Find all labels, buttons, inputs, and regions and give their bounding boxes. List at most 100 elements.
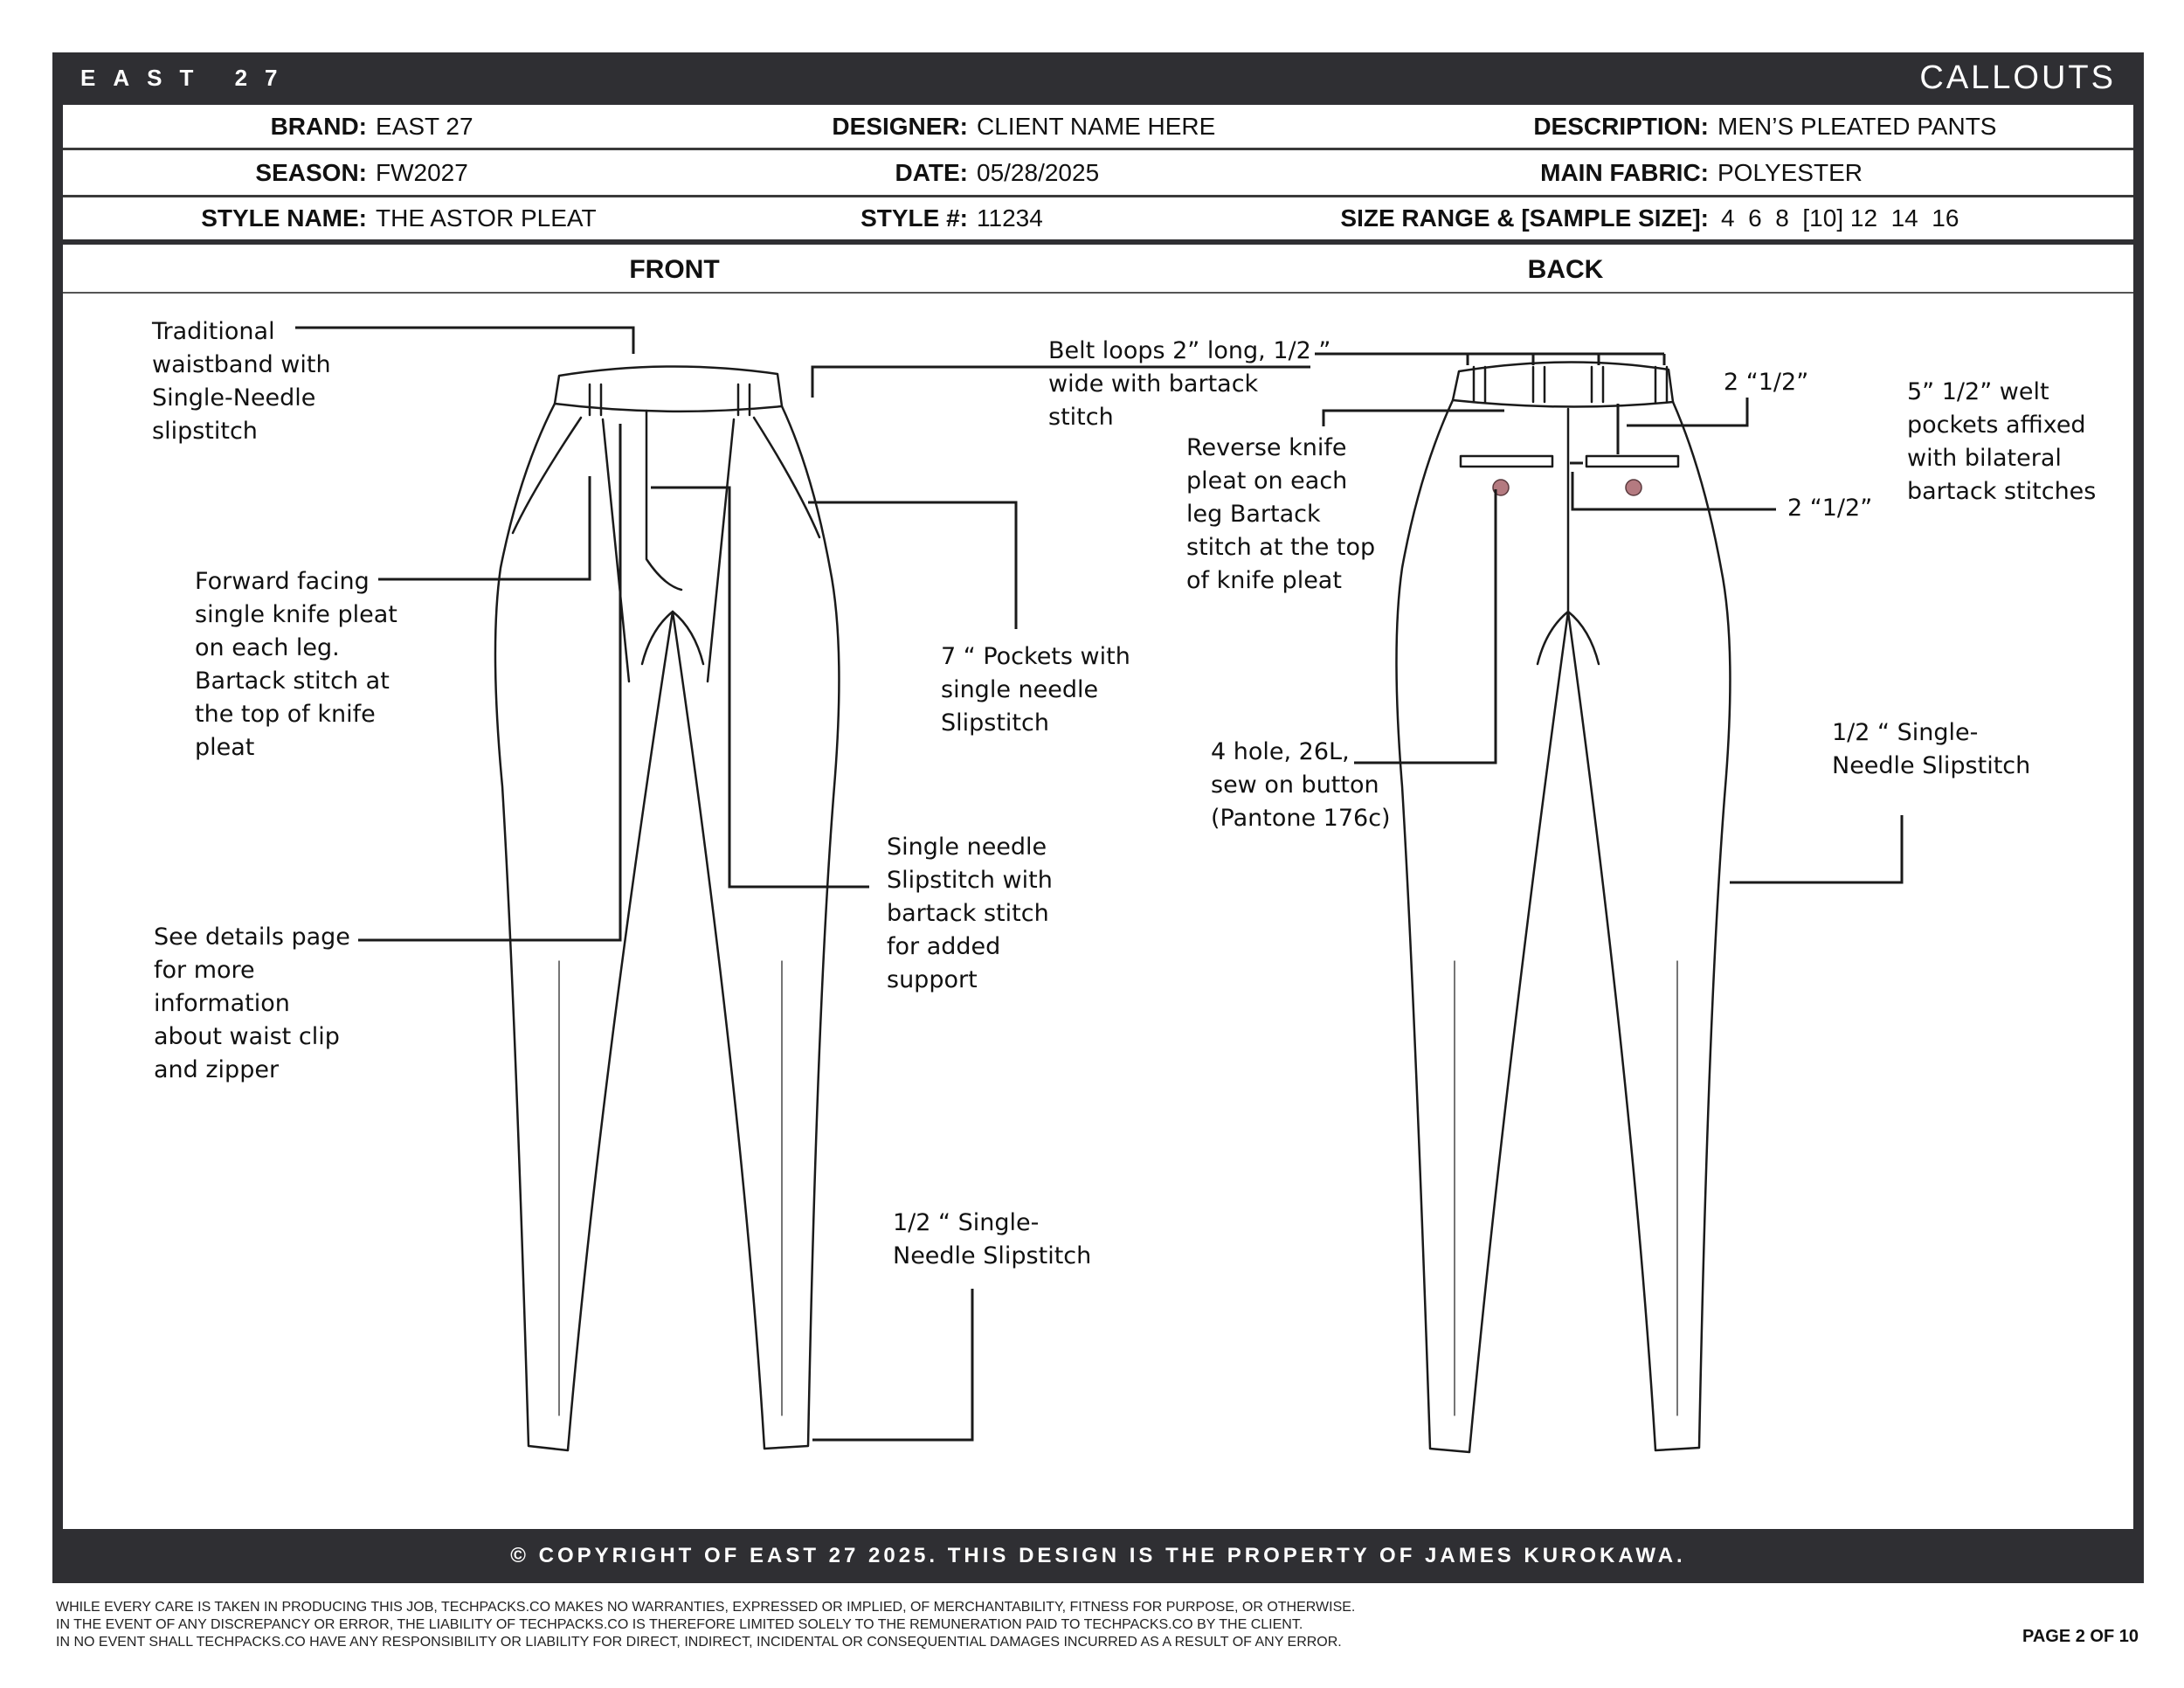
- leader-button: [1354, 489, 1497, 764]
- brand-label: BRAND:: [270, 112, 367, 140]
- callout-line: pockets affixed: [1907, 412, 2086, 439]
- top-bar: EAST 27 CALLOUTS: [52, 52, 2144, 105]
- callout-line: support: [887, 966, 978, 993]
- callout-pockets: 7 “ Pockets with single needle Slipstitc…: [941, 640, 1130, 740]
- content-panel: BRAND: EAST 27 DESIGNER: CLIENT NAME HER…: [63, 105, 2133, 1529]
- callout-dimension-side: 2 “1/2”: [1787, 492, 1872, 525]
- callout-line: and zipper: [154, 1056, 280, 1083]
- callout-back-hem: 1/2 “ Single- Needle Slipstitch: [1832, 716, 2030, 783]
- season-value: FW2027: [376, 158, 468, 186]
- leader-details: [358, 424, 622, 942]
- designer-value: CLIENT NAME HERE: [977, 112, 1216, 140]
- callout-line: 7 “ Pockets with: [941, 643, 1130, 670]
- brand-mark: EAST 27: [80, 65, 295, 91]
- front-pocket-left: [511, 416, 583, 535]
- back-belt-loop-right: [1590, 365, 1605, 404]
- style-name-label: STYLE NAME:: [201, 204, 367, 232]
- season-label: SEASON:: [255, 158, 367, 186]
- style-number-label: STYLE #:: [860, 204, 968, 232]
- callout-line: 1/2 “ Single-: [1832, 719, 1979, 746]
- callout-line: waistband with: [152, 351, 331, 378]
- callout-line: information: [154, 990, 290, 1017]
- leader-dim-side: [1571, 472, 1776, 511]
- callout-line: about waist clip: [154, 1023, 340, 1050]
- leader-front-hem: [812, 1289, 974, 1442]
- back-welt-pocket-right: [1585, 454, 1680, 468]
- callout-line: single needle: [941, 676, 1099, 703]
- leader-knife-pleat: [378, 476, 591, 581]
- back-belt-loop-center: [1531, 365, 1546, 404]
- callout-line: 2 “1/2”: [1724, 369, 1809, 396]
- brand-value: EAST 27: [376, 112, 473, 140]
- callout-line: bartack stitches: [1907, 478, 2097, 505]
- info-row-3: STYLE NAME: THE ASTOR PLEAT STYLE #: 112…: [63, 197, 2133, 245]
- callout-line: Slipstitch with: [887, 867, 1053, 894]
- back-pants-flat: [1395, 361, 1731, 1454]
- callout-waistband: Traditional waistband with Single-Needle…: [152, 315, 331, 448]
- callout-line: leg Bartack: [1186, 501, 1321, 528]
- callout-line: Bartack stitch at: [195, 668, 390, 695]
- leader-waistband: [295, 326, 635, 354]
- front-fly: [645, 409, 683, 591]
- section-title: CALLOUTS: [1919, 59, 2116, 96]
- callout-line: stitch: [1048, 404, 1114, 431]
- callout-button: 4 hole, 26L, sew on button (Pantone 176c…: [1211, 736, 1391, 835]
- style-number-value: 11234: [977, 204, 1043, 232]
- page-number: PAGE 2 OF 10: [2022, 1627, 2139, 1646]
- front-view-title: FRONT: [629, 255, 720, 284]
- front-crotch-right: [671, 610, 705, 666]
- description-label: DESCRIPTION:: [1533, 112, 1709, 140]
- back-belt-loop-left: [1472, 365, 1487, 404]
- callout-dimension-top: 2 “1/2”: [1724, 366, 1808, 399]
- disclaimer-line: IN NO EVENT SHALL TECHPACKS.CO HAVE ANY …: [56, 1635, 1342, 1650]
- back-crotch-left: [1536, 610, 1570, 666]
- callout-line: wide with bartack: [1048, 370, 1259, 398]
- callout-line: stitch at the top: [1186, 534, 1376, 561]
- date-label: DATE:: [895, 158, 968, 186]
- document-frame: EAST 27 CALLOUTS BRAND: EAST 27 DESIGNER…: [52, 52, 2144, 1583]
- back-view-title: BACK: [1527, 255, 1604, 284]
- leader-belt-loops: [811, 365, 1310, 398]
- disclaimer-line: WHILE EVERY CARE IS TAKEN IN PRODUCING T…: [56, 1600, 1356, 1615]
- leader-reverse-pleat: [1322, 409, 1504, 426]
- front-pocket-right: [752, 416, 821, 539]
- copyright-bar: © COPYRIGHT OF EAST 27 2025. THIS DESIGN…: [510, 1544, 1686, 1567]
- callout-knife-pleat: Forward facing single knife pleat on eac…: [195, 565, 397, 764]
- callout-line: for more: [154, 957, 255, 984]
- callout-line: 2 “1/2”: [1787, 495, 1873, 522]
- callout-line: Belt loops 2” long, 1/2 ”: [1048, 337, 1331, 364]
- size-range-label: SIZE RANGE & [SAMPLE SIZE]:: [1340, 204, 1709, 232]
- front-pants-flat: [494, 365, 840, 1452]
- callout-front-hem: 1/2 “ Single- Needle Slipstitch: [893, 1207, 1091, 1273]
- leader-pockets: [808, 501, 1018, 629]
- callout-line: pleat on each: [1186, 467, 1348, 495]
- callout-line: Needle Slipstitch: [893, 1242, 1092, 1269]
- callout-line: 4 hole, 26L,: [1211, 738, 1350, 765]
- callout-line: Forward facing: [195, 568, 370, 595]
- leader-back-belt-loops: [1315, 352, 1666, 365]
- callout-line: single knife pleat: [195, 601, 397, 628]
- description-value: MEN’S PLEATED PANTS: [1717, 112, 1997, 140]
- fabric-label: MAIN FABRIC:: [1540, 158, 1709, 186]
- front-pleat-right: [706, 418, 736, 683]
- info-row-2: SEASON: FW2027 DATE: 05/28/2025 MAIN FAB…: [63, 150, 2133, 197]
- callout-line: Single-Needle: [152, 384, 316, 412]
- back-crotch-right: [1566, 610, 1600, 666]
- leader-dim-top: [1627, 398, 1749, 427]
- callout-welt-pockets: 5” 1/2” welt pockets affixed with bilate…: [1907, 376, 2096, 508]
- size-range-value: 4 6 8 [10] 12 14 16: [1721, 204, 1959, 232]
- callout-line: with bilateral: [1907, 445, 2062, 472]
- callout-line: 1/2 “ Single-: [893, 1209, 1040, 1236]
- info-row-1: BRAND: EAST 27 DESIGNER: CLIENT NAME HER…: [63, 105, 2133, 150]
- callout-belt-loops: Belt loops 2” long, 1/2 ” wide with bart…: [1048, 335, 1330, 434]
- callout-line: bartack stitch: [887, 900, 1049, 927]
- callout-line: on each leg.: [195, 634, 340, 661]
- back-pants-outline: [1395, 398, 1731, 1454]
- callout-line: sew on button: [1211, 771, 1379, 799]
- callout-single-needle: Single needle Slipstitch with bartack st…: [887, 831, 1053, 997]
- leader-back-hem: [1730, 815, 1904, 884]
- back-button-right: [1625, 479, 1642, 496]
- callout-line: for added: [887, 933, 1001, 960]
- callout-line: 5” 1/2” welt: [1907, 378, 2049, 405]
- callout-line: Slipstitch: [941, 709, 1049, 737]
